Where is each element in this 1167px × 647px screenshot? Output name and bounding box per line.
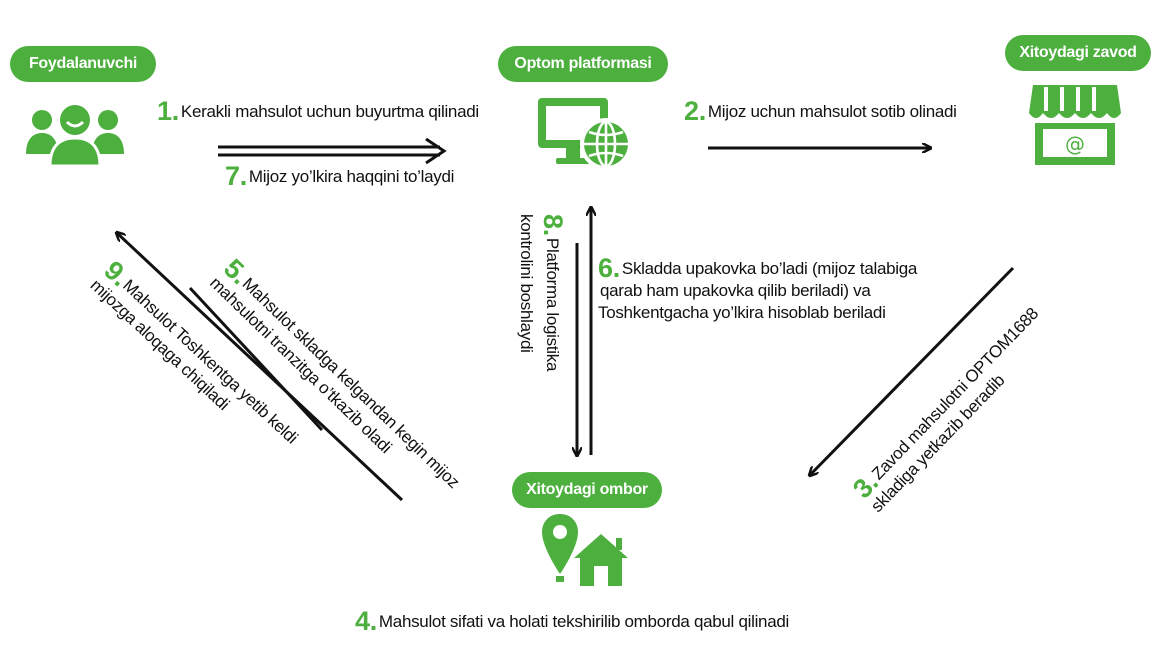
step-2: 2.Mijoz uchun mahsulot sotib olinadi	[684, 98, 957, 125]
step-7-text: Mijoz yo’lkira haqqini to’laydi	[248, 167, 455, 186]
step-6-line-2: qarab ham upakovka qilib beriladi) va	[600, 281, 871, 300]
arrow-head-double	[425, 137, 447, 165]
step-8-line-2: kontrolini boshlaydi	[517, 214, 536, 353]
computer-globe-icon	[538, 98, 632, 170]
step-6-line-1: Skladda upakovka bo’ladi (mijoz talabiga	[621, 259, 918, 278]
arrow-warehouse-to-user	[117, 233, 404, 502]
step-7-number: 7.	[225, 161, 247, 191]
step-4-number: 4.	[355, 606, 377, 636]
step-6: 6.Skladda upakovka bo’ladi (mijoz talabi…	[598, 255, 918, 324]
step-8-line-1: Platforma logistika	[543, 237, 562, 372]
step-2-text: Mijoz uchun mahsulot sotib olinadi	[707, 102, 957, 121]
svg-text:@: @	[1065, 132, 1085, 156]
step-2-number: 2.	[684, 96, 706, 126]
step-1-text: Kerakli mahsulot uchun buyurtma qilinadi	[180, 102, 479, 121]
node-user-label: Foydalanuvchi	[10, 46, 156, 82]
step-7: 7.Mijoz yo’lkira haqqini to’laydi	[225, 163, 455, 190]
node-warehouse-label: Xitoydagi ombor	[512, 472, 662, 508]
step-4-text: Mahsulot sifati va holati tekshirilib om…	[378, 612, 789, 631]
shop-icon: @	[1029, 85, 1121, 165]
arrow-transit-line	[188, 286, 324, 432]
step-1-number: 1.	[157, 96, 179, 126]
step-8: 8.Platforma logistika kontrolini boshlay…	[513, 214, 568, 372]
step-1: 1.Kerakli mahsulot uchun buyurtma qilina…	[157, 98, 479, 125]
arrow-factory-to-warehouse	[810, 266, 1015, 475]
node-platform-label: Optom platformasi	[498, 46, 668, 82]
users-icon	[26, 102, 124, 168]
step-6-line-3: Toshkentgacha yo’lkira hisoblab beriladi	[598, 303, 886, 322]
node-factory-label: Xitoydagi zavod	[1005, 35, 1151, 71]
location-pin-icon	[542, 514, 578, 582]
house-icon	[574, 534, 628, 586]
step-4: 4.Mahsulot sifati va holati tekshirilib …	[355, 608, 789, 635]
step-6-number: 6.	[598, 253, 620, 283]
step-8-number: 8.	[538, 214, 568, 236]
